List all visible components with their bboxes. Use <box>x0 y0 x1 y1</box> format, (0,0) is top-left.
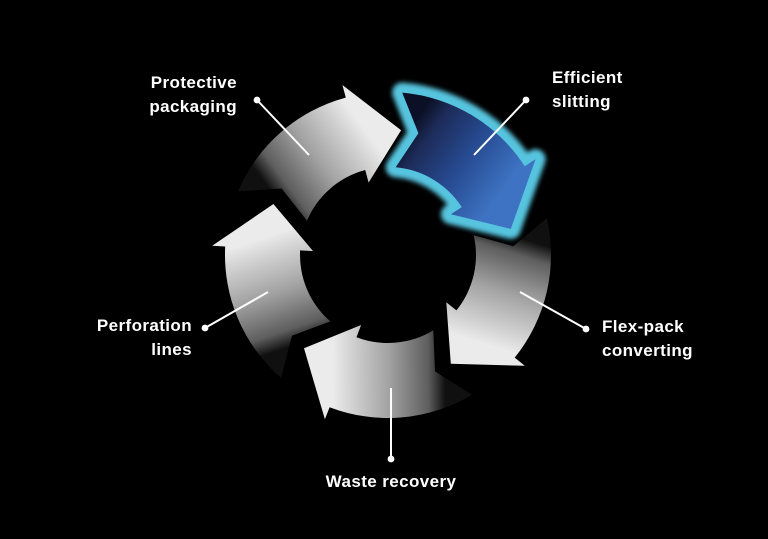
leader-dot-perforation-lines <box>201 324 209 332</box>
label-waste-recovery: Waste recovery <box>326 470 457 494</box>
label-efficient-slitting-line2: slitting <box>552 92 611 111</box>
leader-dot-protective-packaging <box>253 96 261 104</box>
leader-dot-flex-pack-converting <box>582 325 590 333</box>
arrow-segment-perforation-lines <box>212 204 331 378</box>
label-perforation-lines-line2: lines <box>151 340 192 359</box>
leader-lines <box>201 96 590 463</box>
label-perforation-lines-line1: Perforation <box>96 316 192 335</box>
arrow-segment-flex-pack-converting <box>446 218 551 366</box>
leader-line-protective-packaging <box>256 99 310 156</box>
leader-line-perforation-lines <box>204 291 269 329</box>
label-protective-packaging-line1: Protective <box>150 73 237 92</box>
arrow-segment-efficient-slitting <box>395 92 536 229</box>
label-efficient-slitting: Efficient slitting <box>552 66 623 114</box>
label-flex-pack-converting-line2: converting <box>602 341 693 360</box>
leader-dot-efficient-slitting <box>522 96 530 104</box>
label-efficient-slitting-line1: Efficient <box>552 68 623 87</box>
leader-line-flex-pack-converting <box>519 291 587 330</box>
label-protective-packaging-line2: packaging <box>149 97 237 116</box>
arrow-segment-waste-recovery <box>304 325 472 420</box>
label-flex-pack-converting: Flex-pack converting <box>602 315 693 363</box>
arrow-segment-protective-packaging <box>238 85 402 221</box>
label-protective-packaging: Protective packaging <box>149 71 237 119</box>
leader-line-efficient-slitting <box>473 99 527 156</box>
label-perforation-lines: Perforation lines <box>97 314 192 362</box>
leader-dot-waste-recovery <box>387 455 395 463</box>
arrow-ring <box>212 82 551 420</box>
label-waste-recovery-line1: Waste recovery <box>325 472 457 491</box>
label-flex-pack-converting-line1: Flex-pack <box>602 317 685 336</box>
